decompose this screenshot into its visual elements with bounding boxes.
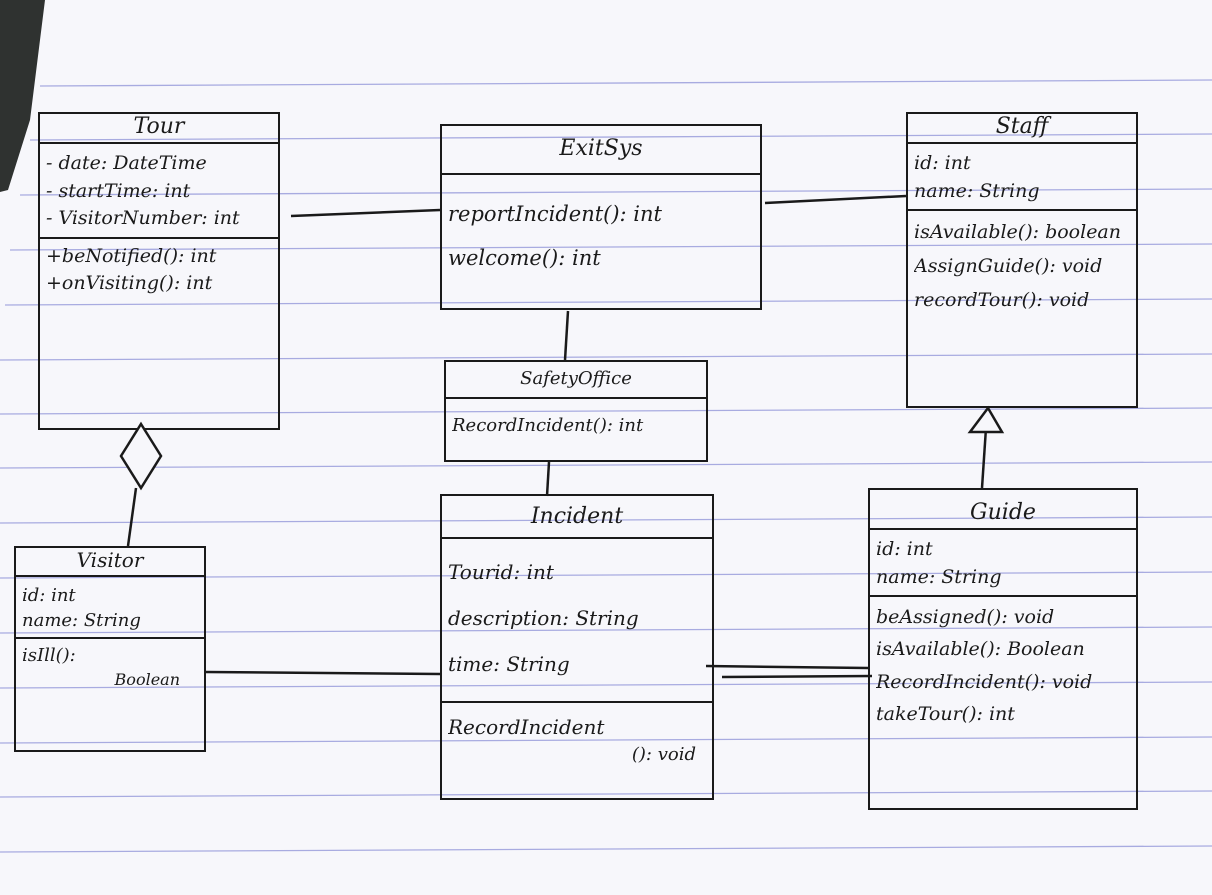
- attribute: name: String: [914, 179, 1040, 202]
- class-incident-methods: RecordIncident (): void: [442, 703, 712, 772]
- method: Boolean: [114, 669, 180, 689]
- attribute: Tourid: int: [448, 560, 554, 584]
- attribute: id: int: [876, 538, 933, 560]
- class-incident: Incident Tourid: int description: String…: [440, 494, 714, 800]
- method: beAssigned(): void: [876, 606, 1055, 629]
- class-visitor-name: Visitor: [16, 548, 204, 577]
- method: welcome(): int: [448, 246, 601, 271]
- class-guide-name: Guide: [870, 490, 1136, 530]
- method: (): void: [631, 744, 696, 765]
- method: RecordIncident(): int: [452, 415, 644, 436]
- class-guide-attributes: id: int name: String: [870, 532, 1136, 598]
- class-staff-attributes: id: int name: String: [908, 146, 1136, 212]
- class-incident-attributes: Tourid: int description: String time: St…: [442, 541, 712, 703]
- class-tour-name: Tour: [40, 114, 278, 144]
- method: isAvailable(): Boolean: [876, 638, 1085, 661]
- class-tour-methods: +beNotified(): int +onVisiting(): int: [40, 239, 278, 302]
- class-visitor-attributes: id: int name: String: [16, 579, 204, 640]
- attribute: name: String: [876, 565, 1002, 588]
- method: isIll():: [22, 645, 76, 667]
- class-visitor-methods: isIll(): Boolean: [16, 639, 204, 695]
- attribute: description: String: [448, 606, 639, 630]
- class-exitsys: ExitSys reportIncident(): int welcome():…: [440, 124, 762, 310]
- method: AssignGuide(): void: [914, 255, 1103, 278]
- method: reportIncident(): int: [448, 202, 662, 226]
- method: +onVisiting(): int: [46, 272, 213, 295]
- class-incident-name: Incident: [442, 496, 712, 539]
- class-safetyoffice-methods: RecordIncident(): int: [446, 401, 706, 442]
- class-exitsys-methods: reportIncident(): int welcome(): int: [442, 177, 760, 283]
- attribute: id: int: [914, 152, 971, 174]
- method: recordTour(): void: [914, 289, 1090, 312]
- class-safetyoffice-name: SafetyOffice: [446, 362, 706, 399]
- class-guide: Guide id: int name: String beAssigned():…: [868, 488, 1138, 810]
- method: takeTour(): int: [876, 702, 1015, 725]
- attribute: id: int: [22, 585, 76, 606]
- attribute: name: String: [22, 610, 141, 632]
- method: RecordIncident(): void: [876, 670, 1093, 693]
- attribute: - VisitorNumber: int: [46, 207, 240, 230]
- attribute: - startTime: int: [46, 179, 191, 202]
- method: +beNotified(): int: [46, 244, 217, 267]
- class-safetyoffice: SafetyOffice RecordIncident(): int: [444, 360, 708, 462]
- class-staff-name: Staff: [908, 114, 1136, 144]
- class-tour-attributes: - date: DateTime - startTime: int - Visi…: [40, 146, 278, 239]
- class-staff-methods: isAvailable(): boolean AssignGuide(): vo…: [908, 211, 1136, 322]
- class-visitor: Visitor id: int name: String isIll(): Bo…: [14, 546, 206, 752]
- class-staff: Staff id: int name: String isAvailable()…: [906, 112, 1138, 408]
- class-tour: Tour - date: DateTime - startTime: int -…: [38, 112, 280, 430]
- attribute: - date: DateTime: [46, 152, 207, 174]
- class-guide-methods: beAssigned(): void isAvailable(): Boolea…: [870, 597, 1136, 734]
- attribute: time: String: [448, 652, 570, 676]
- class-exitsys-name: ExitSys: [442, 126, 760, 175]
- method: isAvailable(): boolean: [914, 221, 1121, 244]
- method: RecordIncident: [448, 715, 605, 739]
